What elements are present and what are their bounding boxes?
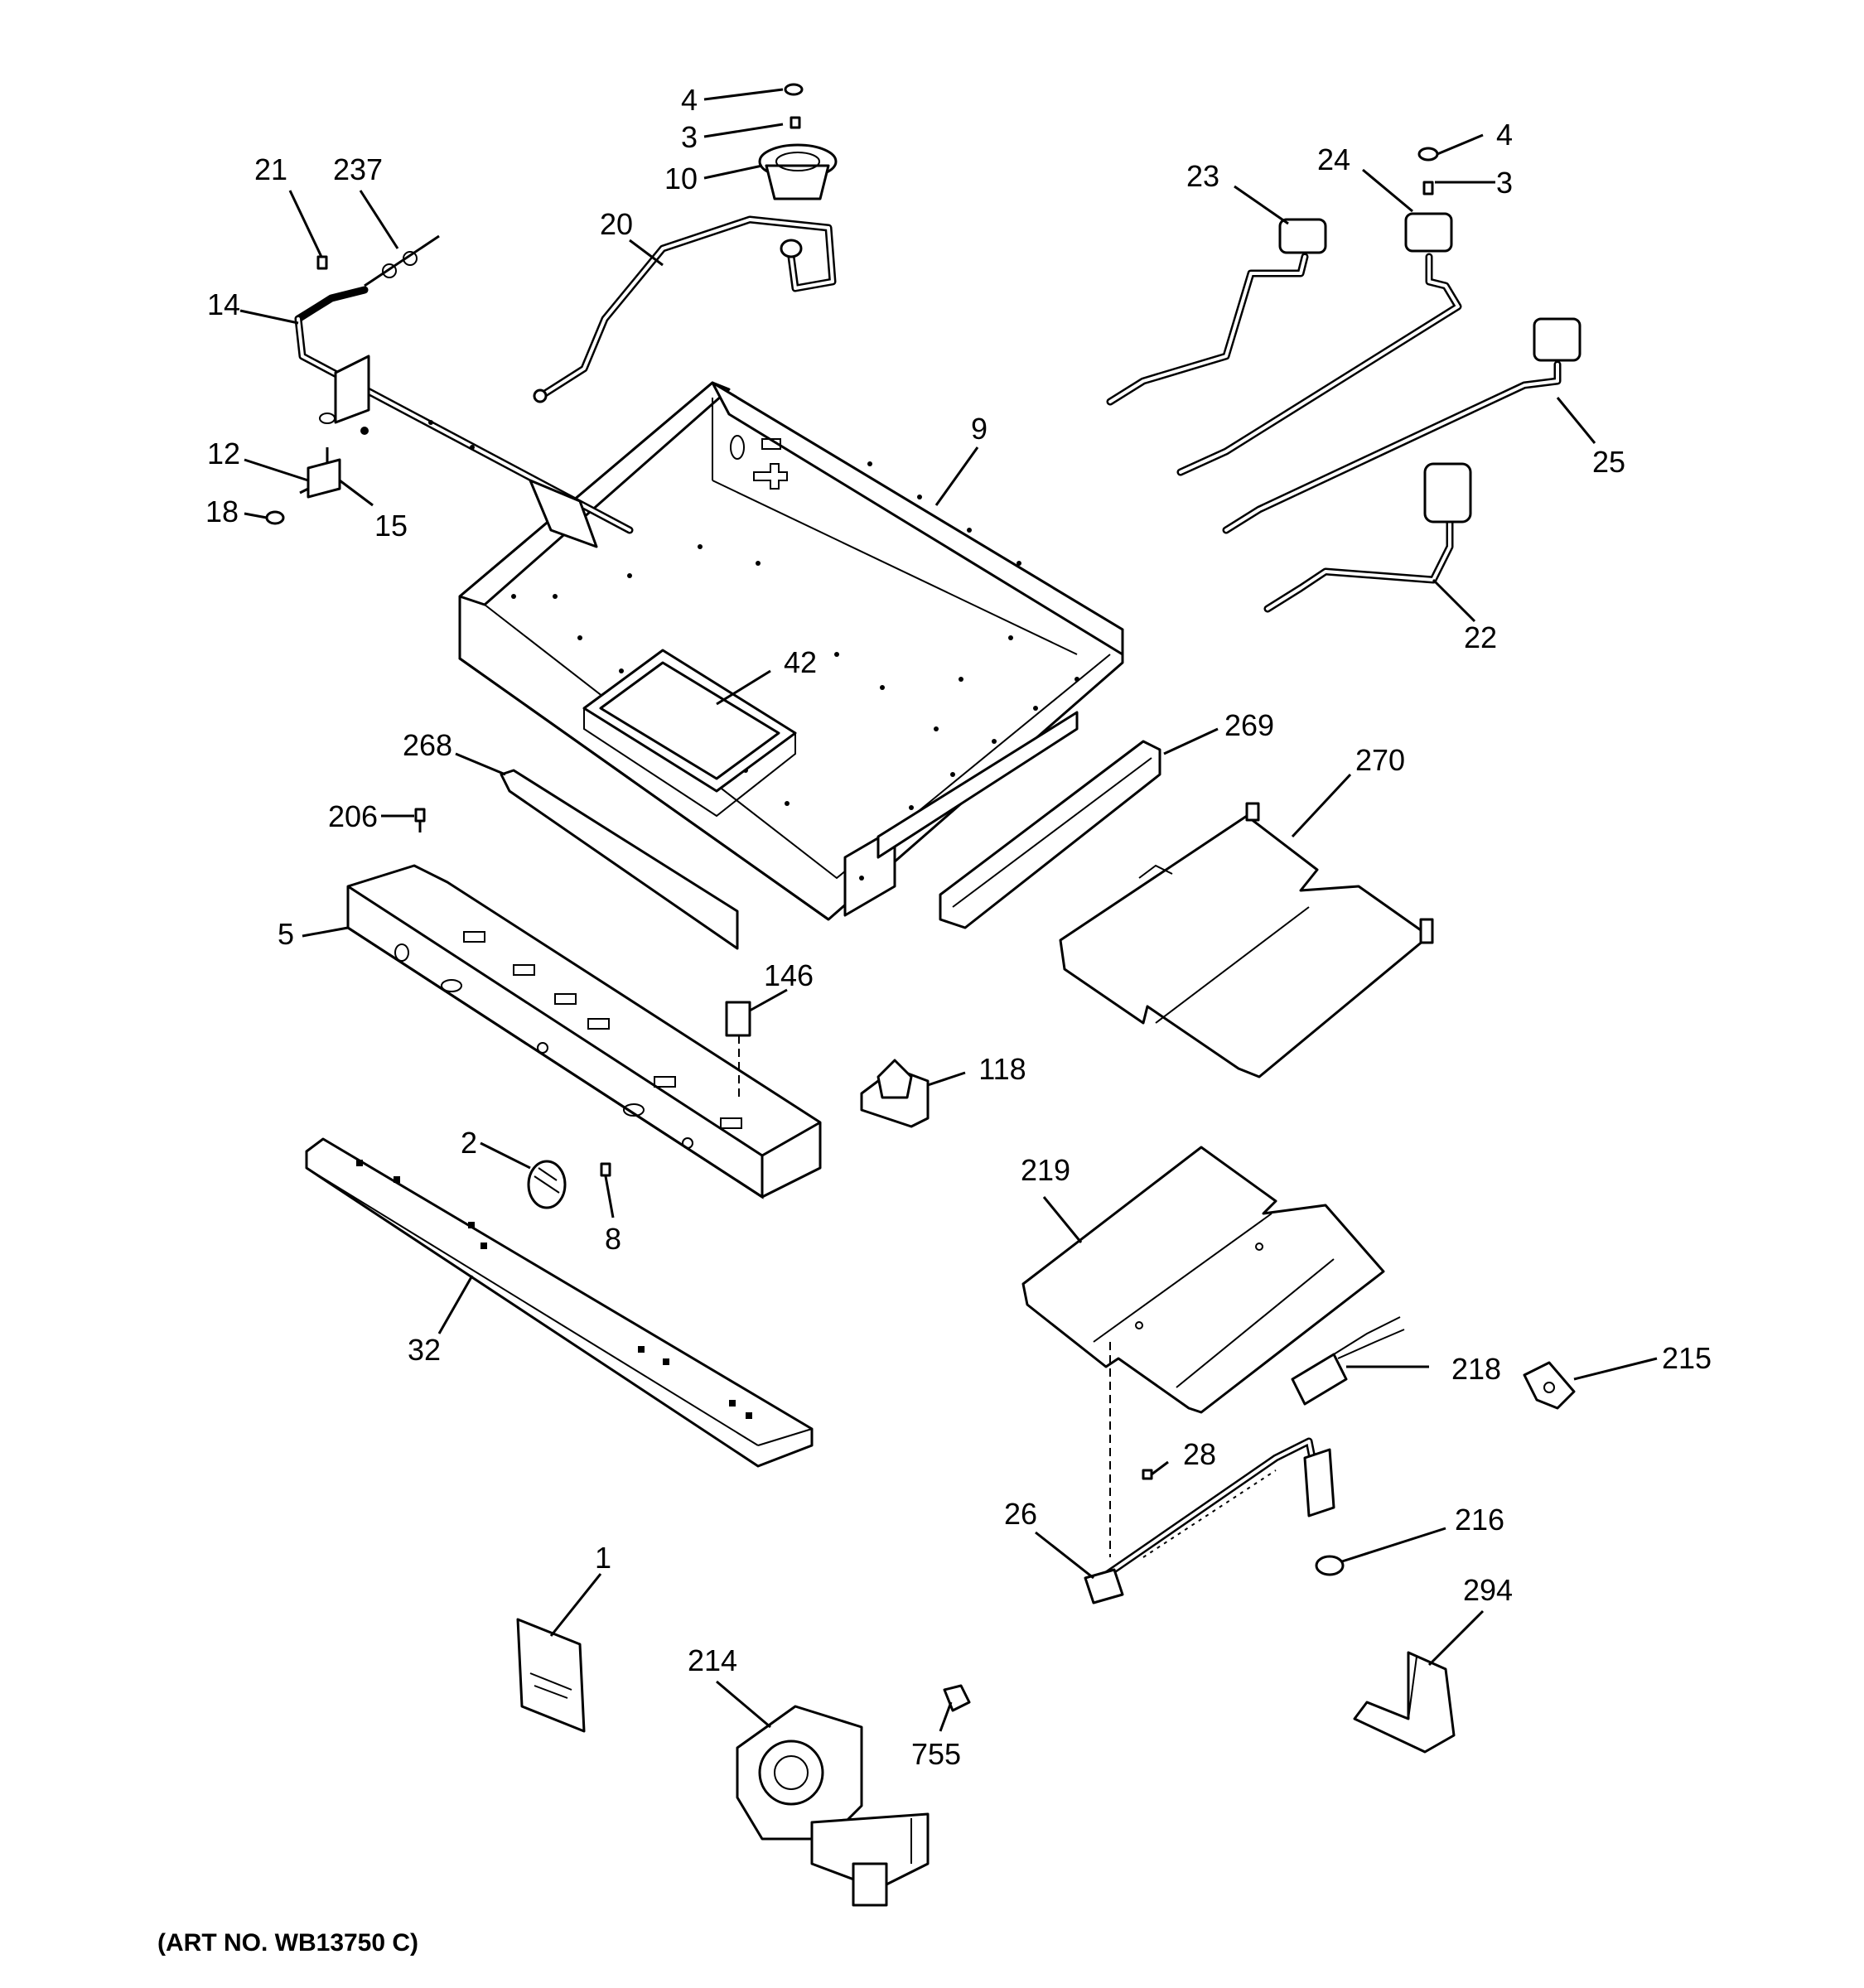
part-206-screw (414, 808, 426, 832)
part-118-bracket (860, 1059, 930, 1128)
callout-1: 1 (595, 1541, 611, 1575)
part-8-screw (600, 1162, 611, 1177)
callout-23: 23 (1186, 159, 1219, 193)
part-42-vent (582, 649, 797, 818)
callout-219: 219 (1021, 1153, 1070, 1187)
callout-5: 5 (278, 917, 294, 951)
part-5-control-panel (346, 864, 822, 1199)
part-218-connector (1291, 1316, 1405, 1406)
part-215-bracket (1523, 1361, 1576, 1410)
part-1-manual (516, 1618, 586, 1733)
callout-25: 25 (1592, 445, 1625, 479)
part-146-clip (725, 1001, 751, 1037)
callout-21: 21 (254, 152, 287, 186)
callout-216: 216 (1455, 1503, 1504, 1537)
callout-labels: 4 3 10 20 21 237 14 12 18 15 9 23 24 4 3… (205, 83, 1712, 1771)
callout-14: 14 (207, 287, 240, 321)
callout-8: 8 (605, 1222, 621, 1256)
callout-268: 268 (403, 728, 452, 762)
part-32-strip (305, 1137, 814, 1468)
part-219-panel (1021, 1146, 1385, 1414)
callout-26: 26 (1004, 1497, 1037, 1531)
part-14-manifold (265, 234, 634, 548)
part-294-bracket (1353, 1651, 1456, 1754)
callout-2: 2 (461, 1126, 477, 1160)
callout-270: 270 (1355, 743, 1405, 777)
art-number: (ART NO. WB13750 C) (157, 1929, 418, 1957)
callout-118: 118 (978, 1052, 1026, 1086)
part-22-tube (1263, 462, 1472, 613)
callout-237: 237 (333, 152, 383, 186)
part-23-tube (1106, 218, 1327, 406)
callout-3: 3 (1496, 166, 1513, 200)
callout-214: 214 (688, 1643, 737, 1677)
callout-15: 15 (374, 509, 408, 543)
part-24-tube (1176, 147, 1462, 476)
part-268-strip (500, 769, 739, 950)
callout-215: 215 (1662, 1341, 1712, 1375)
callout-218: 218 (1451, 1352, 1501, 1386)
callout-3: 3 (681, 120, 698, 154)
callout-18: 18 (205, 495, 239, 528)
callout-4: 4 (1496, 118, 1513, 152)
callout-10: 10 (664, 162, 698, 195)
callout-269: 269 (1224, 708, 1274, 742)
part-25-tube (1222, 317, 1582, 534)
callout-42: 42 (784, 645, 817, 679)
callout-20: 20 (600, 207, 633, 241)
callout-9: 9 (971, 412, 988, 446)
part-20-tube (533, 215, 837, 403)
part-10-burner-head (758, 83, 838, 200)
callout-22: 22 (1464, 620, 1497, 654)
callout-12: 12 (207, 437, 240, 470)
part-216-nut (1315, 1555, 1345, 1576)
part-28-screw (1142, 1469, 1153, 1480)
callout-206: 206 (328, 799, 378, 833)
part-26-burner-tube (1084, 1342, 1335, 1604)
callout-32: 32 (408, 1333, 441, 1367)
part-2-knob (527, 1160, 567, 1209)
leader-lines (239, 88, 1658, 1732)
part-214-valve (736, 1705, 930, 1907)
callout-4: 4 (681, 83, 698, 117)
callout-755: 755 (911, 1737, 961, 1771)
callout-294: 294 (1463, 1573, 1513, 1607)
callout-28: 28 (1183, 1437, 1216, 1471)
part-9-burner-box (458, 381, 1124, 921)
callout-24: 24 (1317, 142, 1350, 176)
part-269-strip (939, 740, 1161, 929)
callout-146: 146 (764, 958, 814, 992)
part-270-panel (1059, 802, 1434, 1078)
